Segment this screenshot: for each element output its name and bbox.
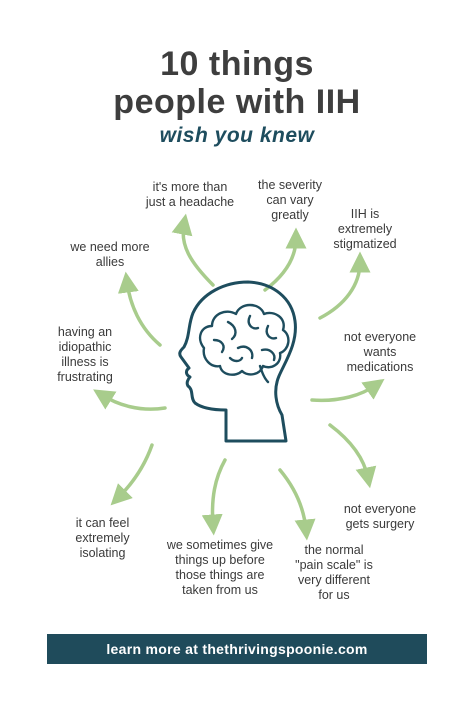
arrow-9	[201, 458, 227, 536]
arrow-10	[278, 468, 316, 541]
item-stigmatized: IIH is extremely stigmatized	[333, 207, 397, 251]
item-medications: not everyone wants medications	[343, 330, 417, 374]
title-line-1: 10 things	[160, 45, 314, 83]
arrow-1	[171, 213, 215, 287]
item-idiopathic-frustrating: having an idiopathic illness is frustrat…	[57, 325, 113, 384]
item-pain-scale: the normal "pain scale" is very differen…	[295, 543, 373, 602]
brain-icon	[198, 303, 290, 384]
arrow-5	[310, 378, 385, 403]
title-line-2: people with IIH	[113, 83, 361, 121]
arrow-4	[117, 271, 162, 347]
arrow-3	[318, 251, 371, 320]
arrow-2	[263, 227, 307, 292]
arrow-8	[110, 443, 154, 506]
item-severity-varies: the severity can vary greatly	[258, 178, 322, 222]
footer-link[interactable]: learn more at thethrivingspoonie.com	[47, 634, 427, 664]
head-icon	[178, 280, 297, 443]
item-give-things-up: we sometimes give things up before those…	[166, 538, 274, 597]
item-surgery: not everyone gets surgery	[343, 502, 417, 531]
arrow-6	[93, 389, 167, 411]
item-need-allies: we need more allies	[70, 240, 150, 269]
subtitle: wish you knew	[159, 124, 315, 147]
arrow-7	[328, 423, 377, 489]
item-isolating: it can feel extremely isolating	[75, 516, 130, 560]
item-more-than-headache: it's more than just a headache	[145, 180, 235, 209]
